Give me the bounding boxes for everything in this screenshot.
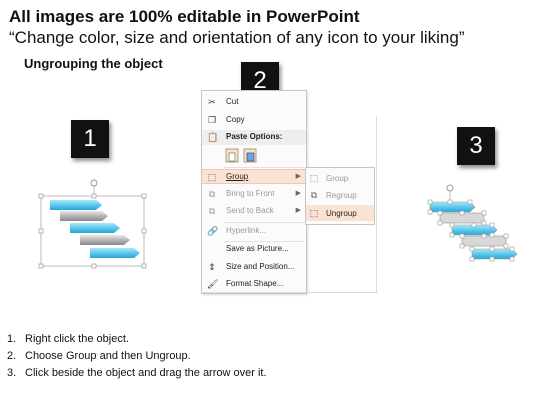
save-picture-icon	[207, 244, 217, 254]
divider	[201, 292, 378, 293]
arrow-shape-blue	[70, 223, 120, 233]
step-badge-3: 3	[457, 127, 495, 165]
send-to-back-icon: ⧉	[208, 206, 216, 216]
menu-item-group[interactable]: ⬚ Group ▶	[202, 169, 306, 184]
menu-item-cut[interactable]: ✂ Cut	[208, 97, 239, 107]
ungrouped-arrow-shapes[interactable]	[420, 182, 528, 272]
submenu-item-ungroup[interactable]: ⬚ Ungroup	[306, 205, 374, 221]
arrow-shape-gray	[60, 211, 108, 221]
context-menu: ✂ Cut ❐ Copy 📋 Paste Options: ⬚ Group ▶ …	[201, 90, 307, 294]
group-icon: ⬚	[309, 173, 319, 183]
group-submenu: ⬚ Group ⧉ Regroup ⬚ Ungroup	[305, 167, 375, 225]
arrow-shape-gray	[80, 235, 130, 245]
menu-item-format-shape[interactable]: 🖌 Format Shape...	[207, 279, 284, 289]
list-item: 3.Click beside the object and drag the a…	[7, 367, 267, 379]
submenu-arrow-icon: ▶	[295, 173, 301, 180]
arrow-shape-blue	[50, 200, 102, 210]
list-item: 2.Choose Group and then Ungroup.	[7, 350, 191, 362]
menu-item-paste-options: 📋 Paste Options:	[202, 130, 306, 145]
menu-item-send-to-back[interactable]: ⧉ Send to Back ▶	[208, 206, 301, 216]
format-shape-icon: 🖌	[207, 279, 219, 289]
submenu-item-regroup[interactable]: ⧉ Regroup	[310, 190, 357, 200]
size-position-icon: ⇕	[208, 262, 216, 272]
submenu-item-group[interactable]: ⬚ Group	[309, 173, 349, 183]
grouped-arrow-object[interactable]	[36, 178, 148, 270]
menu-item-save-as-picture[interactable]: Save as Picture...	[202, 242, 306, 257]
copy-icon: ❐	[207, 115, 217, 125]
paste-option-buttons[interactable]	[224, 148, 264, 164]
rotate-handle[interactable]	[446, 184, 454, 192]
regroup-icon: ⧉	[310, 190, 318, 200]
list-item: 1.Right click the object.	[7, 333, 129, 345]
instruction-steps: 1.Right click the object. 2.Choose Group…	[7, 331, 267, 382]
slide-subtitle: “Change color, size and orientation of a…	[9, 28, 465, 47]
slide-title: All images are 100% editable in PowerPoi…	[9, 7, 360, 26]
paste-icon: 📋	[207, 132, 219, 142]
bring-to-front-icon: ⧉	[208, 189, 216, 199]
divider	[376, 116, 377, 292]
arrow-shape-blue	[90, 248, 140, 258]
step-badge-1: 1	[71, 120, 109, 158]
section-heading: Ungrouping the object	[24, 56, 163, 71]
submenu-arrow-icon: ▶	[295, 190, 301, 197]
menu-item-bring-to-front[interactable]: ⧉ Bring to Front ▶	[208, 189, 301, 199]
menu-item-copy[interactable]: ❐ Copy	[207, 115, 245, 125]
selection-handles	[427, 199, 515, 262]
submenu-arrow-icon: ▶	[295, 207, 301, 214]
menu-item-size-and-position[interactable]: ⇕ Size and Position...	[208, 262, 295, 272]
rotate-handle[interactable]	[90, 179, 98, 187]
group-icon: ⬚	[207, 172, 217, 182]
hyperlink-icon: 🔗	[207, 226, 219, 236]
menu-item-hyperlink[interactable]: 🔗 Hyperlink...	[207, 226, 267, 236]
ungroup-icon: ⬚	[309, 208, 319, 218]
scissors-icon: ✂	[208, 97, 216, 107]
